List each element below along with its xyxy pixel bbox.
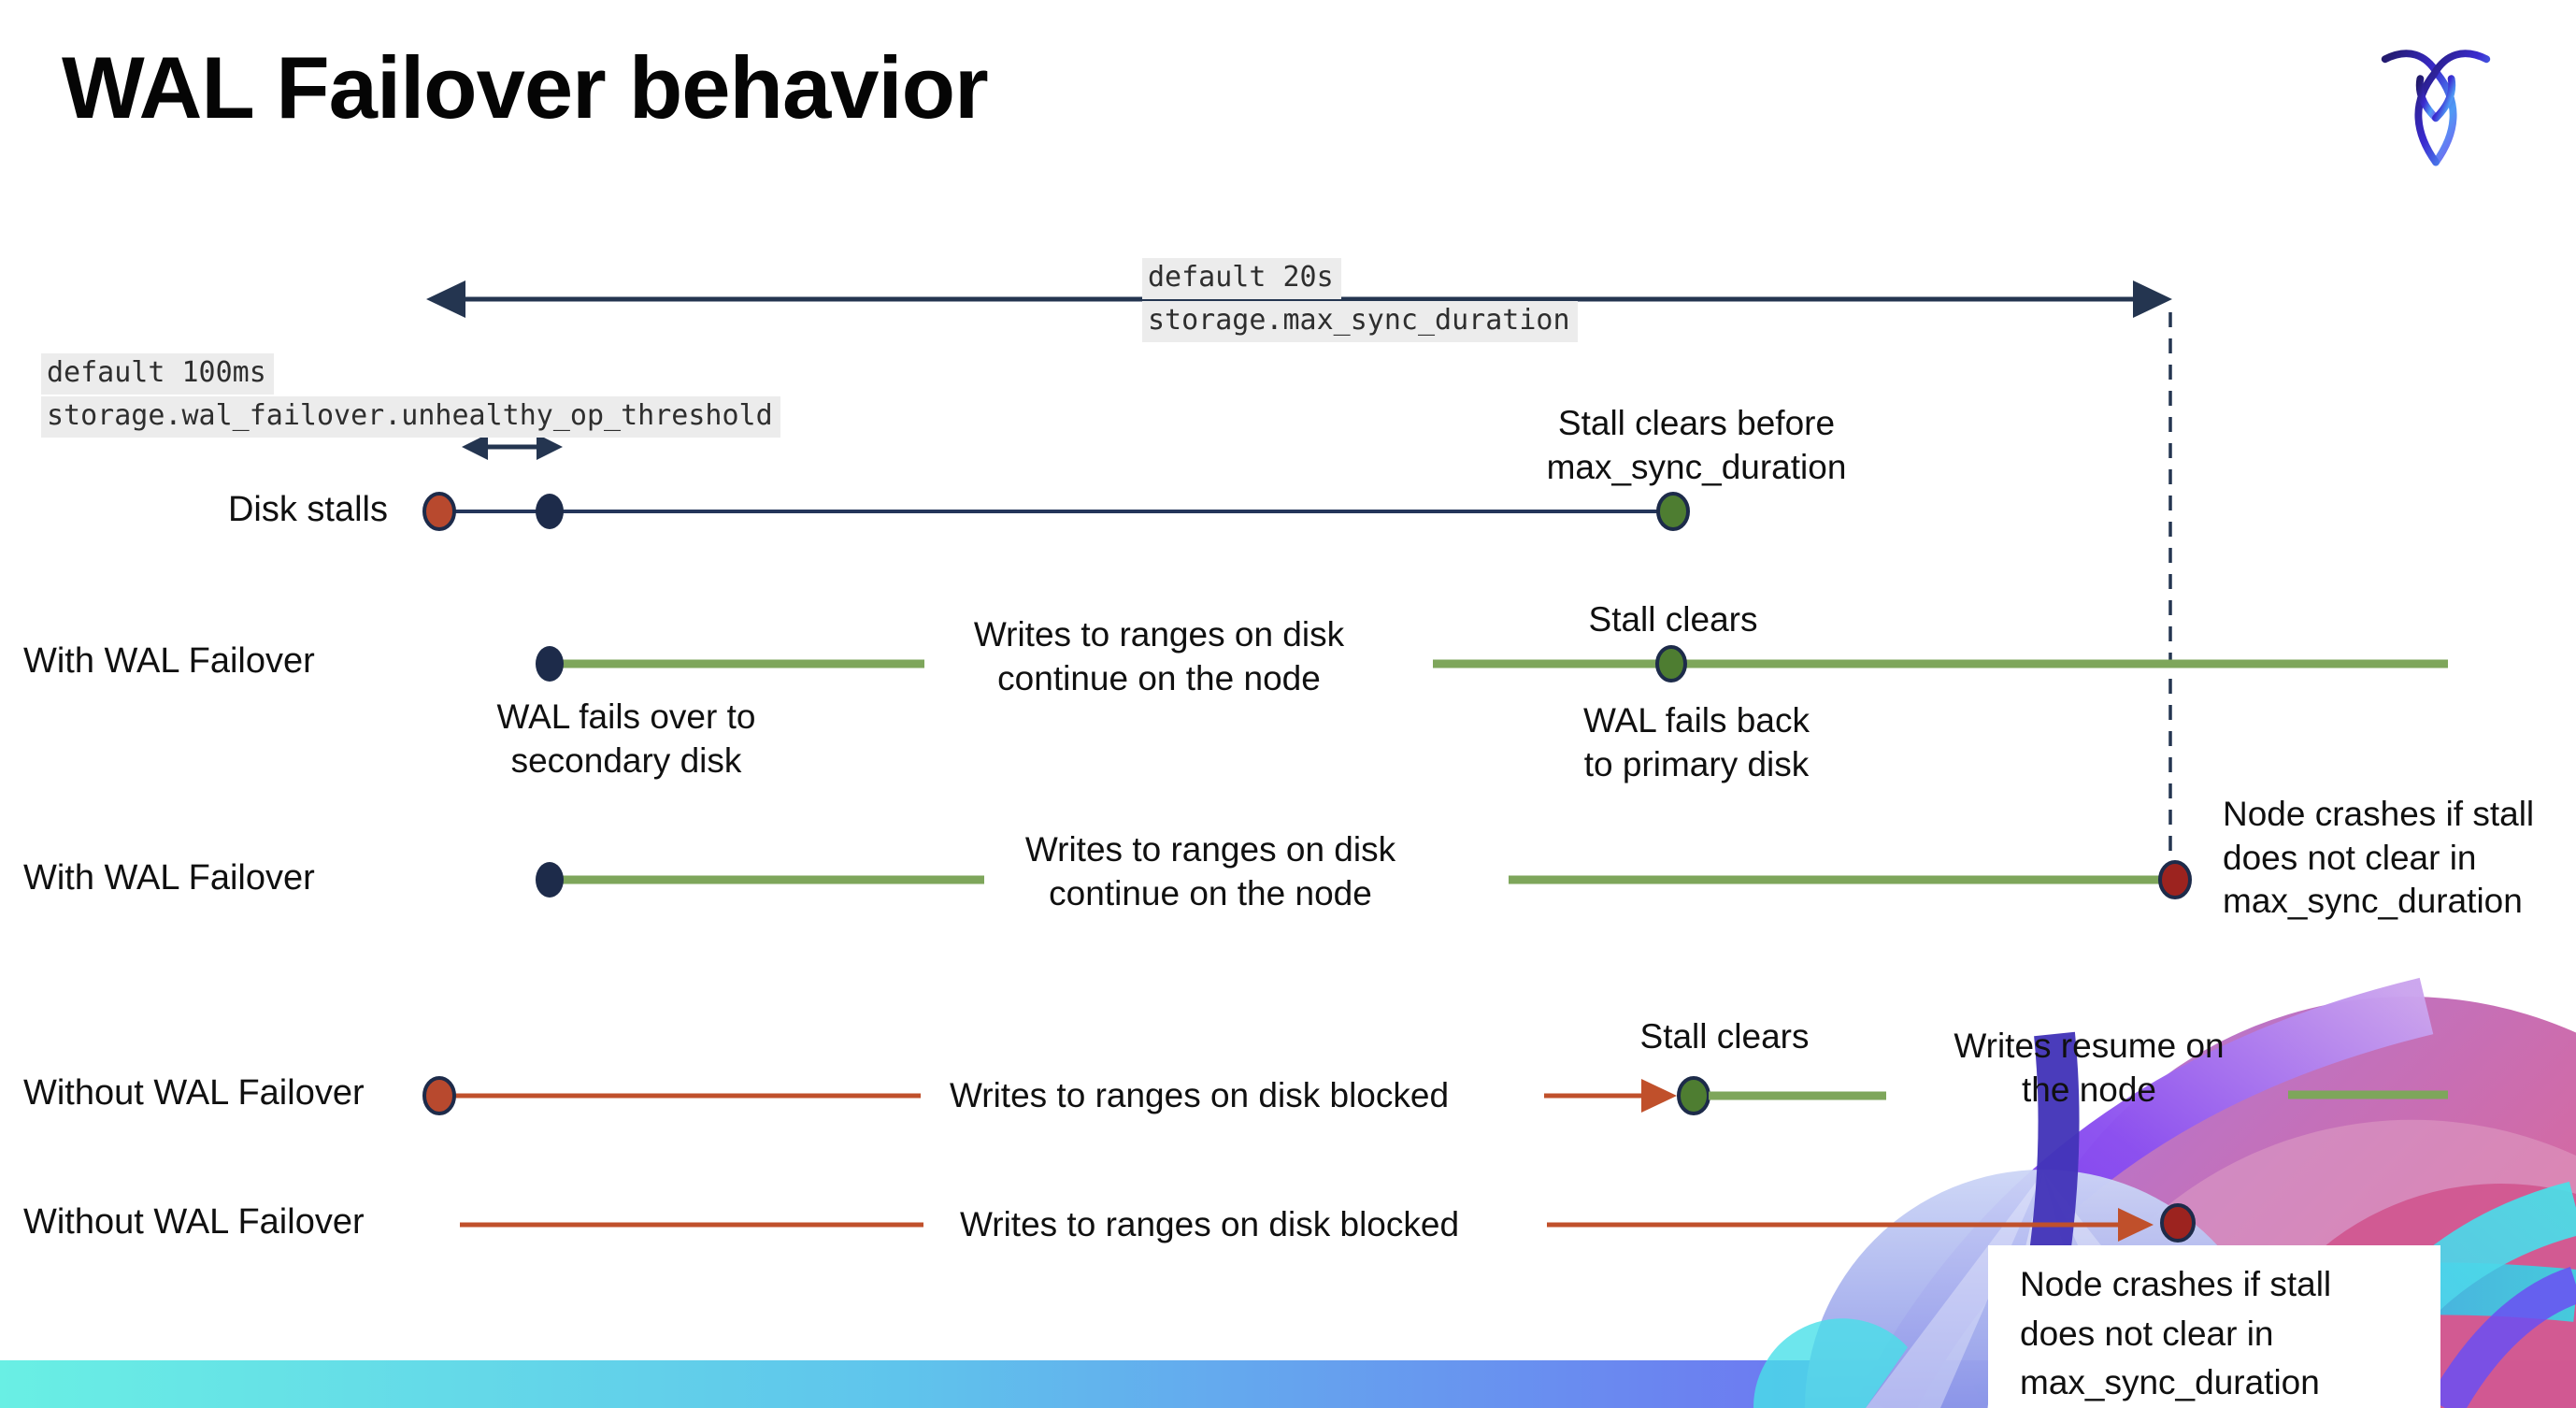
row-label-disk-stalls: Disk stalls bbox=[227, 490, 388, 529]
annotation-wal-fails-back: WAL fails back to primary disk bbox=[1583, 701, 1810, 783]
node-crash-dot-2 bbox=[2160, 1203, 2196, 1243]
node-crash-dot-1 bbox=[2158, 860, 2192, 899]
annotation-writes-resume: Writes resume on the node bbox=[1953, 1027, 2225, 1109]
max-sync-duration-arrow bbox=[426, 280, 2172, 318]
unhealthy-op-default-value: default 100ms bbox=[41, 353, 274, 395]
annotation-writes-blocked-2: Writes to ranges on disk blocked bbox=[960, 1205, 1460, 1243]
annotation-node-crashes-2: Node crashes if stall does not clear in … bbox=[2020, 1265, 2332, 1402]
annotation-wal-fails-over: WAL fails over to secondary disk bbox=[496, 697, 756, 780]
stall-clears-dot bbox=[1656, 492, 1690, 531]
row-label-with-wal-failover-2: With WAL Failover bbox=[23, 858, 315, 898]
failover-dot bbox=[536, 646, 564, 682]
threshold-dot bbox=[536, 494, 564, 529]
annotation-writes-continue-1: Writes to ranges on disk continue on the… bbox=[973, 615, 1345, 697]
row-label-without-wal-failover-2: Without WAL Failover bbox=[23, 1202, 365, 1242]
max-sync-default-value: default 20s bbox=[1142, 258, 1341, 299]
fail-back-dot bbox=[1655, 645, 1687, 682]
stall-clears-dot-2 bbox=[1677, 1076, 1710, 1115]
cockroachdb-logo-icon bbox=[2381, 50, 2491, 166]
annotation-stall-clears-before: Stall clears before max_sync_duration bbox=[1546, 404, 1847, 486]
max-sync-setting-name: storage.max_sync_duration bbox=[1142, 301, 1578, 342]
page-title: WAL Failover behavior bbox=[62, 38, 989, 136]
unhealthy-op-setting-name: storage.wal_failover.unhealthy_op_thresh… bbox=[41, 396, 780, 438]
unhealthy-op-threshold-arrow bbox=[462, 434, 563, 460]
annotation-stall-clears-1: Stall clears bbox=[1588, 600, 1758, 639]
row-without-wal-failover-1 bbox=[422, 1076, 2448, 1115]
stall-start-dot bbox=[422, 492, 456, 531]
failover-dot-2 bbox=[536, 862, 564, 898]
row-with-wal-failover-2 bbox=[536, 860, 2192, 899]
node-crash-callout-box: Node crashes if stall does not clear in … bbox=[1988, 1245, 2440, 1408]
annotation-writes-continue-2: Writes to ranges on disk continue on the… bbox=[1024, 830, 1396, 912]
row-disk-stalls bbox=[422, 492, 1690, 531]
row-with-wal-failover-1 bbox=[536, 645, 2448, 682]
stall-start-dot-2 bbox=[422, 1076, 456, 1115]
max-sync-duration-callout: default 20s storage.max_sync_duration bbox=[1142, 258, 1578, 344]
annotation-node-crashes-1: Node crashes if stall does not clear in … bbox=[2223, 795, 2535, 921]
row-without-wal-failover-2 bbox=[460, 1203, 2196, 1243]
unhealthy-op-threshold-callout: default 100ms storage.wal_failover.unhea… bbox=[41, 353, 780, 439]
annotation-stall-clears-2: Stall clears bbox=[1639, 1017, 1810, 1056]
row-label-with-wal-failover-1: With WAL Failover bbox=[23, 641, 315, 681]
annotation-writes-blocked-1: Writes to ranges on disk blocked bbox=[950, 1076, 1450, 1114]
row-label-without-wal-failover-1: Without WAL Failover bbox=[23, 1073, 365, 1113]
